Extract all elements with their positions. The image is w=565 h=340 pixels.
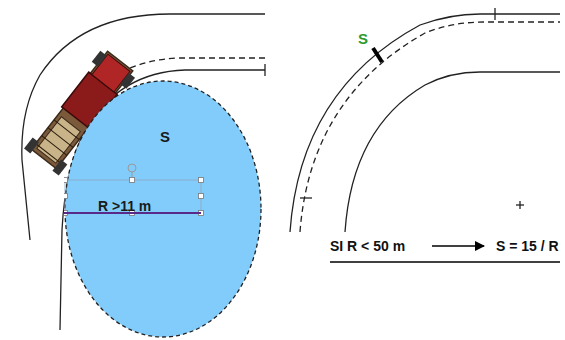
- radius-label: R >11 m: [98, 198, 151, 214]
- width-bar: [373, 48, 382, 62]
- underline: [330, 261, 560, 262]
- track-dashed: [300, 22, 560, 232]
- tick: [300, 197, 312, 198]
- turning-circle: S R >11 m: [64, 80, 262, 338]
- tick: [494, 8, 495, 20]
- road-right: [290, 8, 560, 232]
- rule-text: SI R < 50 m: [330, 238, 405, 254]
- circle-outline: [64, 80, 262, 338]
- road-edge-outer: [290, 14, 560, 232]
- area-label: S: [160, 128, 170, 145]
- road-edge-inner: [345, 72, 560, 232]
- center-mark: [519, 201, 520, 209]
- implies-arrow: [432, 245, 484, 247]
- rule-text: S = 15 / R: [496, 238, 559, 254]
- width-label: S: [358, 30, 368, 47]
- circle-area: [65, 81, 261, 337]
- tick: [264, 64, 265, 76]
- radius-marker: [64, 164, 204, 216]
